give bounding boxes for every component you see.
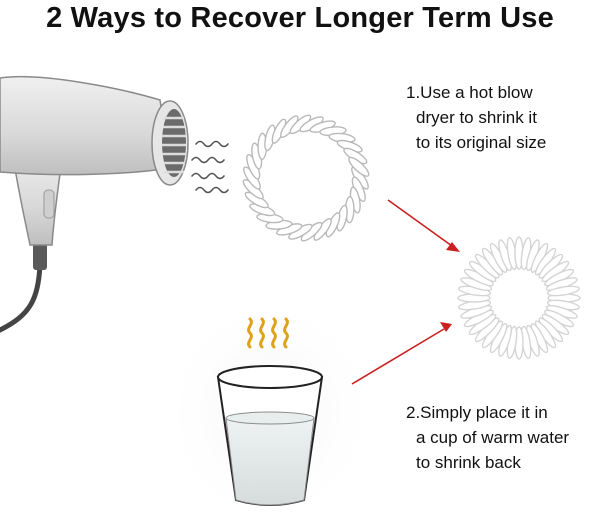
- arrow-to-recovered-from-cup: [351, 322, 452, 385]
- stretched-coil-icon: [242, 114, 370, 242]
- step-2-line-1: 2.Simply place it in: [406, 403, 548, 422]
- step-2-line-3: to shrink back: [416, 453, 521, 472]
- step-1-text: 1.Use a hot blow dryer to shrink it to i…: [406, 80, 546, 155]
- step-1-line-3: to its original size: [416, 133, 547, 152]
- arrow-to-recovered-from-dryer: [387, 199, 460, 252]
- coil-loop: [546, 285, 580, 297]
- recovered-coil-icon: [457, 236, 581, 360]
- coil-loop: [348, 156, 370, 177]
- step-1-line-2: dryer to shrink it: [416, 108, 537, 127]
- step-2-line-2: a cup of warm water: [416, 428, 570, 447]
- cup-of-water-icon: [160, 280, 380, 517]
- step-1-line-1: 1.Use a hot blow: [406, 83, 533, 102]
- hair-dryer-icon: [0, 75, 189, 333]
- hot-air-waves-icon: [191, 140, 229, 194]
- page-title: 2 Ways to Recover Longer Term Use: [46, 2, 554, 34]
- steam-icon: [247, 317, 289, 349]
- step-2-text: 2.Simply place it in a cup of warm water…: [406, 400, 569, 475]
